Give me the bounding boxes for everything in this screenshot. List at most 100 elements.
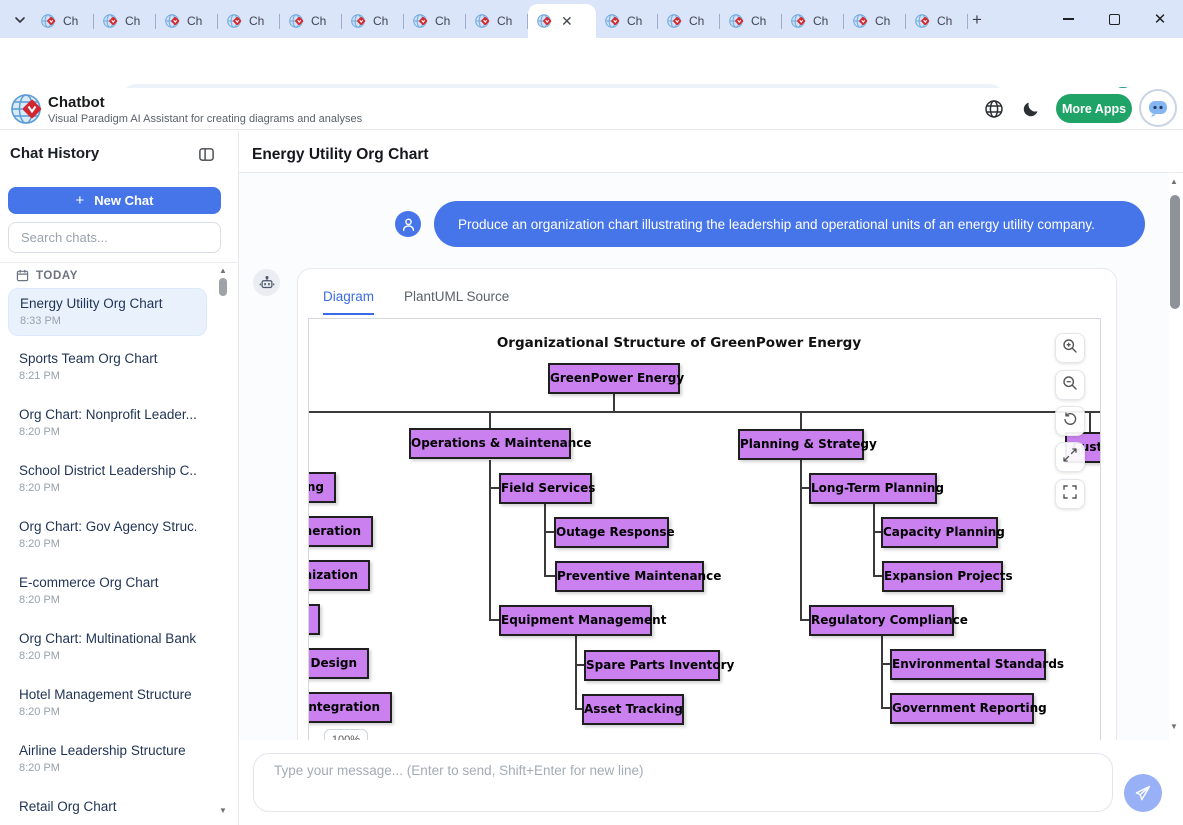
zoom-in-button[interactable] [1055,333,1085,363]
collapse-panel-icon[interactable] [198,146,215,163]
zoom-out-button[interactable] [1055,370,1085,400]
main-scrollbar-thumb[interactable] [1170,195,1180,309]
language-globe-icon[interactable] [984,99,1004,119]
org-chart-connector [881,663,890,665]
diagram-viewport[interactable]: Organizational Structure of GreenPower E… [308,318,1101,796]
fullscreen-icon [1062,484,1078,505]
org-chart-connector [544,504,546,577]
browser-tab[interactable]: Ch [466,4,528,38]
dark-mode-moon-icon[interactable] [1021,99,1041,119]
send-button[interactable] [1124,774,1162,812]
sidebar-scrollbar-thumb[interactable] [219,278,227,296]
tab-plantuml-source[interactable]: PlantUML Source [404,289,510,304]
maximize-icon [1108,13,1120,25]
browser-tab[interactable]: Ch [906,4,968,38]
tab-search-chevron-icon[interactable] [10,10,30,30]
tab-diagram[interactable]: Diagram [323,289,375,315]
browser-tab-active[interactable]: ✕ [528,4,596,38]
chat-item-title: E-commerce Org Chart [19,575,159,590]
browser-tab[interactable]: Ch [720,4,782,38]
chat-item-time: 8:20 PM [19,426,60,438]
diagram-title: Organizational Structure of GreenPower E… [496,335,862,351]
window-maximize-button[interactable] [1091,0,1137,38]
org-chart-node: Operations & Maintenance [409,428,592,459]
main-scroll-up-icon[interactable]: ▲ [1170,177,1178,186]
sidebar-scroll-up-icon[interactable]: ▲ [219,266,227,275]
tab-label: Ch [125,14,141,28]
tab-label: Ch [435,14,451,28]
org-chart-node: n Design [309,648,369,679]
visual-paradigm-favicon [103,14,118,28]
plus-icon: + [75,191,85,209]
chat-item-title: Airline Leadership Structure [19,743,186,758]
tab-label: Ch [937,14,953,28]
minimize-icon [1062,18,1074,20]
visual-paradigm-logo [11,94,42,124]
browser-tab[interactable]: Ch [32,4,94,38]
org-chart-connector [575,664,584,666]
app-subtitle: Visual Paradigm AI Assistant for creatin… [48,113,363,125]
chat-list-item[interactable]: Retail Org Chart [8,792,207,825]
browser-tab[interactable]: Ch [404,4,466,38]
org-chart-node: Asset Tracking [582,694,684,725]
org-chart-node: le Integration [309,692,392,723]
org-chart-connector [1089,413,1091,432]
browser-tab[interactable]: Ch [94,4,156,38]
org-chart-node: Outage Response [554,517,675,548]
org-chart-node: Equipment Management [499,605,666,636]
browser-tab[interactable]: Ch [280,4,342,38]
fullscreen-button[interactable] [1055,479,1085,509]
browser-tab[interactable]: Ch [218,4,280,38]
browser-tab[interactable]: Ch [156,4,218,38]
tab-close-icon[interactable]: ✕ [561,13,573,29]
tab-label: Ch [373,14,389,28]
org-chart-connector [800,413,802,429]
browser-tab[interactable]: Ch [844,4,906,38]
chat-list-item[interactable]: School District Leadership C...8:20 PM [8,456,207,504]
assistant-chat-badge[interactable] [1139,89,1177,127]
org-chart-connector [881,707,890,709]
browser-toolbar: ai-toolbox.visual-paradigm.com/app/chatb… [0,38,1183,118]
browser-tab[interactable]: Ch [342,4,404,38]
more-apps-button[interactable]: More Apps [1056,94,1132,123]
browser-tab[interactable]: Ch [782,4,844,38]
chat-item-time: 8:20 PM [19,482,60,494]
visual-paradigm-favicon [853,14,868,28]
search-chats-input[interactable] [8,222,221,253]
tab-label: Ch [627,14,643,28]
chat-list-item[interactable]: Org Chart: Gov Agency Struc...8:20 PM [8,512,207,560]
org-chart-connector [873,504,875,577]
composer [239,740,1183,825]
new-tab-button[interactable]: + [972,10,982,29]
visual-paradigm-favicon [667,14,682,28]
chat-item-time: 8:20 PM [19,706,60,718]
window-minimize-button[interactable] [1045,0,1091,38]
zoom-in-icon [1062,338,1078,359]
expand-button[interactable] [1055,442,1085,472]
chat-list-item[interactable]: Org Chart: Nonprofit Leader...8:20 PM [8,400,207,448]
reset-view-button[interactable] [1055,406,1085,436]
main-scroll-down-icon[interactable]: ▼ [1170,722,1178,731]
user-message-bubble: Produce an organization chart illustrati… [434,201,1145,247]
org-chart-connector [613,394,615,411]
new-chat-button[interactable]: + New Chat [8,187,221,214]
org-chart-node: Preventive Maintenance [555,561,721,592]
org-chart-connector [575,708,582,710]
chat-item-title: Sports Team Org Chart [19,351,158,366]
sidebar-scroll-down-icon[interactable]: ▼ [219,806,227,815]
message-input[interactable] [253,753,1113,812]
chat-item-time: 8:20 PM [19,650,60,662]
window-close-button[interactable]: ✕ [1137,0,1183,38]
browser-tab[interactable]: Ch [658,4,720,38]
browser-tab[interactable]: Ch [596,4,658,38]
chat-item-time: 8:33 PM [20,315,61,327]
chat-item-title: Org Chart: Gov Agency Struc... [19,519,196,534]
visual-paradigm-favicon [915,14,930,28]
